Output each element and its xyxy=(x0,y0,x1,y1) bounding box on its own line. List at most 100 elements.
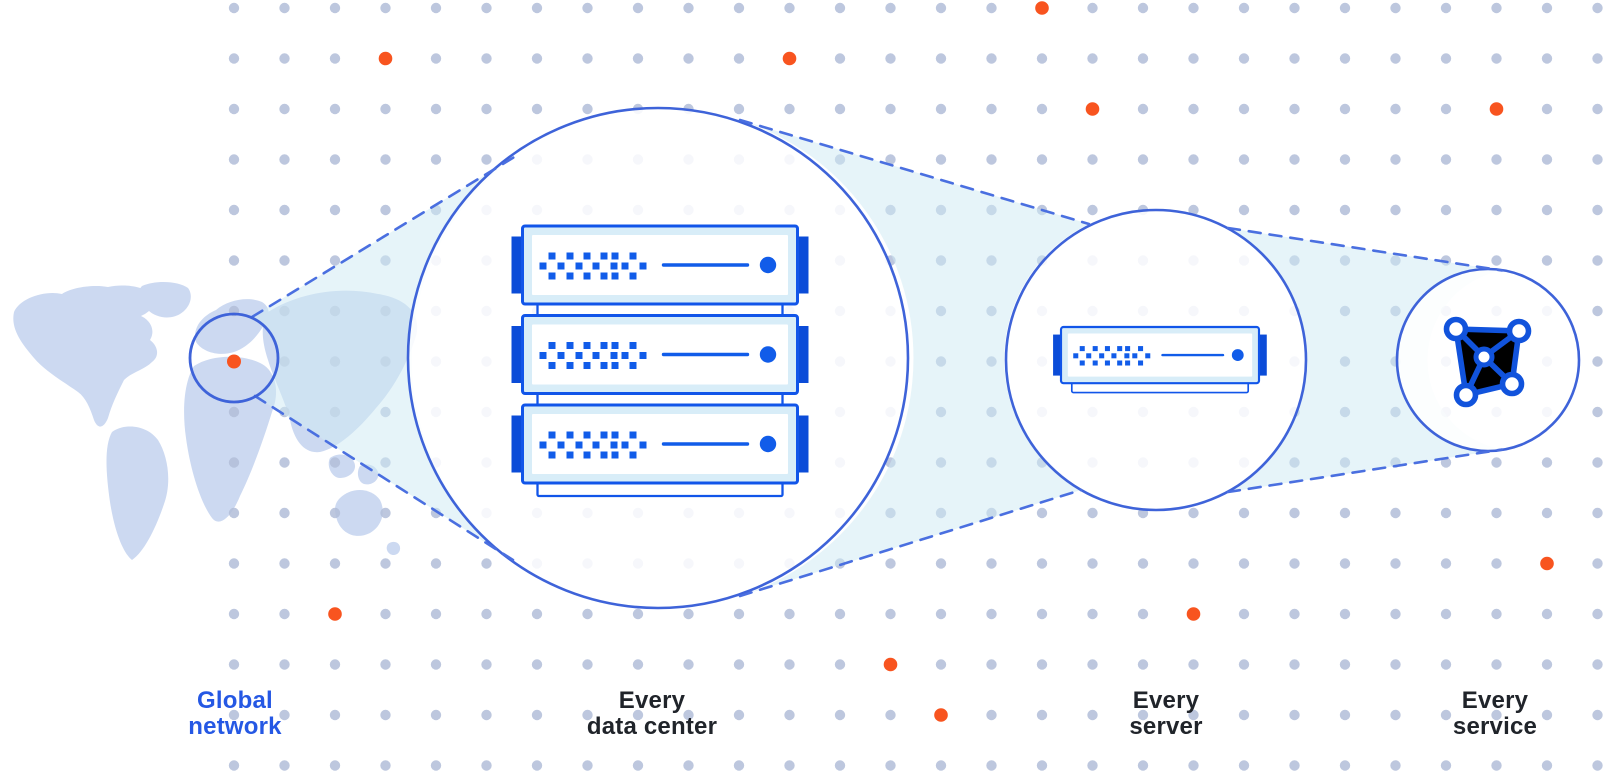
accent-dot xyxy=(934,708,948,722)
accent-dot xyxy=(378,51,393,66)
grid-dot xyxy=(1491,53,1502,64)
grid-dot xyxy=(1238,507,1250,519)
grid-dot xyxy=(1440,53,1452,64)
grid-dot xyxy=(329,558,341,569)
grid-dot xyxy=(683,709,694,721)
south-america-landmass xyxy=(106,426,169,560)
led-pixel xyxy=(557,441,565,449)
grid-dot xyxy=(1087,2,1098,14)
led-pixel xyxy=(1117,346,1123,352)
grid-dot xyxy=(885,103,896,115)
led-pixel xyxy=(610,262,618,270)
grid-dot xyxy=(935,659,947,670)
accent-dot xyxy=(1186,607,1201,621)
grid-dot xyxy=(834,760,846,771)
grid-dot xyxy=(1339,103,1351,115)
led-pixel xyxy=(1086,353,1092,359)
server-rack-ear-right xyxy=(797,326,809,383)
grid-dot xyxy=(1137,53,1149,64)
led-pixel xyxy=(629,252,637,260)
grid-dot xyxy=(1289,53,1300,64)
grid-dot xyxy=(1188,709,1199,721)
label-line: server xyxy=(1129,713,1203,740)
led-pixel xyxy=(566,362,574,369)
grid-dot xyxy=(1087,204,1098,216)
grid-dot xyxy=(986,53,997,64)
grid-dot xyxy=(1339,558,1351,569)
grid-dot xyxy=(1087,53,1098,64)
grid-dot xyxy=(1541,255,1553,266)
led-pixel xyxy=(639,441,647,449)
grid-dot xyxy=(1440,154,1452,165)
grid-dot xyxy=(1289,2,1300,14)
grid-dot xyxy=(1188,204,1199,216)
grid-dot xyxy=(683,760,694,771)
led-pixel xyxy=(629,342,637,349)
label-global-network: Global network xyxy=(188,688,281,740)
grid-dot xyxy=(1339,507,1351,519)
led-pixel xyxy=(548,451,556,459)
grid-dot xyxy=(733,103,745,115)
grid-dot xyxy=(1390,709,1401,721)
grid-dot xyxy=(1592,305,1603,317)
grid-dot xyxy=(1592,760,1603,771)
europe-landmass xyxy=(195,299,269,354)
grid-dot xyxy=(1491,760,1502,771)
grid-dot xyxy=(733,608,745,620)
grid-dot xyxy=(531,608,543,620)
grid-dot xyxy=(1440,760,1452,771)
grid-dot xyxy=(683,53,694,64)
grid-dot xyxy=(329,53,341,64)
grid-dot xyxy=(380,154,391,165)
grid-dot xyxy=(683,608,694,620)
dash-map-bottom xyxy=(253,394,515,562)
grid-dot xyxy=(1592,103,1603,115)
grid-dot xyxy=(279,457,290,468)
grid-dot xyxy=(1036,558,1048,569)
grid-dot xyxy=(632,2,644,14)
grid-dot xyxy=(279,709,290,721)
grid-dot xyxy=(1592,507,1603,519)
led-pixel xyxy=(600,272,608,280)
led-pixel xyxy=(583,431,591,439)
label-line: Global xyxy=(197,687,273,714)
led-pixel xyxy=(600,342,608,349)
label-every-server: Every server xyxy=(1129,688,1202,740)
grid-dot xyxy=(1491,255,1502,266)
grid-dot xyxy=(279,103,290,115)
grid-dot xyxy=(329,760,341,771)
led-pixel xyxy=(1079,360,1085,366)
grid-dot xyxy=(632,659,644,670)
grid-dot xyxy=(1390,558,1401,569)
grid-dot xyxy=(481,709,492,721)
grid-dot xyxy=(1289,154,1300,165)
mesh-spokes xyxy=(1453,326,1522,398)
grid-dot xyxy=(834,608,846,620)
grid-dot xyxy=(885,608,896,620)
grid-dot xyxy=(228,406,240,418)
grid-dot xyxy=(1491,457,1502,468)
grid-dot xyxy=(885,2,896,14)
grid-dot xyxy=(1390,659,1401,670)
grid-dot xyxy=(1036,760,1048,771)
grid-dot xyxy=(329,204,341,216)
grid-dot xyxy=(1036,103,1048,115)
led-pixel xyxy=(621,441,629,449)
grid-dot xyxy=(582,709,593,721)
grid-dot xyxy=(1440,507,1452,519)
grid-dot xyxy=(986,558,997,569)
led-pixel xyxy=(1124,353,1130,359)
led-pixel xyxy=(548,272,556,280)
grid-dot xyxy=(683,2,694,14)
grid-dot xyxy=(1289,103,1300,115)
grid-dot xyxy=(834,103,846,115)
grid-dot xyxy=(1087,558,1098,569)
grid-dot xyxy=(1238,608,1250,620)
grid-dot xyxy=(582,760,593,771)
grid-dot xyxy=(885,709,896,721)
grid-dot xyxy=(1541,2,1553,14)
grid-dot xyxy=(1238,53,1250,64)
grid-dot xyxy=(1137,760,1149,771)
grid-dot xyxy=(228,255,240,266)
grid-dot xyxy=(986,760,997,771)
